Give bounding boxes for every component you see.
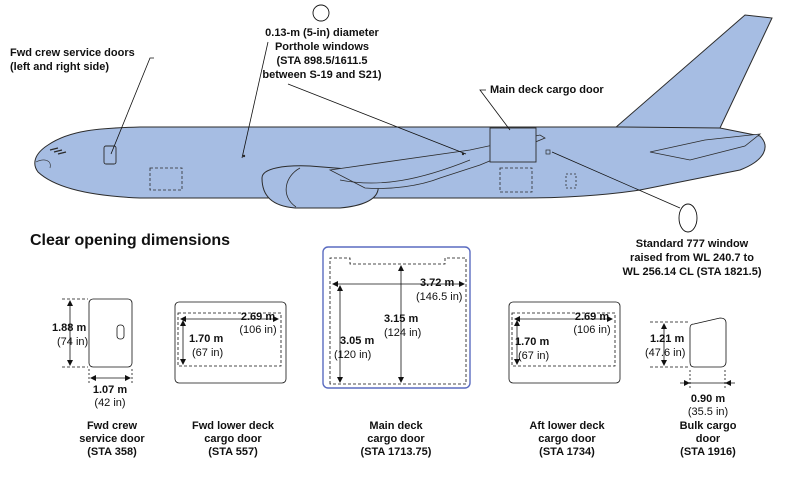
- main-deck-door-outline: [489, 127, 537, 163]
- fwd-lower-width-m: 2.69 m: [240, 311, 276, 323]
- aft-lower-caption-line3: (STA 1734): [539, 446, 595, 458]
- bulk-door-outline: [565, 173, 577, 189]
- fwd-lower-height-in: (67 in): [192, 347, 224, 359]
- porthole-callout-line2: Porthole windows: [274, 41, 370, 53]
- fwd-crew-caption-line3: (STA 358): [87, 446, 137, 458]
- main-deck-width-m: 3.72 m: [420, 277, 455, 289]
- main-deck-callout: Main deck cargo door: [490, 84, 604, 96]
- main-deck-width-in: (146.5 in): [416, 291, 463, 303]
- bulk-width-m: 0.90 m: [690, 393, 726, 405]
- fwd-lower-caption-line1: Fwd lower deck: [192, 420, 274, 432]
- main-deck-side-in: (120 in): [334, 349, 372, 361]
- aft-lower-caption-line2: cargo door: [538, 433, 596, 445]
- fwd-lower-height-m: 1.70 m: [189, 333, 224, 345]
- main-deck-caption-line3: (STA 1713.75): [360, 446, 432, 458]
- vertical-tail: [613, 14, 773, 129]
- main-deck-side-m: 3.05 m: [340, 335, 375, 347]
- section-heading: Clear opening dimensions: [30, 232, 231, 249]
- main-deck-height-in: (124 in): [384, 327, 422, 339]
- aft-lower-door-drawing: [508, 301, 621, 384]
- std-window-callout-line1: Standard 777 window: [635, 238, 749, 250]
- porthole-callout-line3: (STA 898.5/1611.5: [276, 55, 368, 67]
- fwd-crew-height-in: (74 in): [57, 336, 89, 348]
- aft-lower-door-outline: [499, 167, 533, 193]
- bulk-width-in: (35.5 in): [687, 406, 729, 418]
- fwd-lower-door-outline: [149, 167, 183, 191]
- standard-window-icon: [678, 203, 698, 233]
- fwd-lower-caption-line2: cargo door: [204, 433, 262, 445]
- fwd-crew-caption-line2: service door: [79, 433, 145, 445]
- aft-lower-height-m: 1.70 m: [515, 336, 550, 348]
- porthole-callout-line4: between S-19 and S21): [262, 69, 382, 81]
- horizontal-stabilizer: [649, 133, 762, 161]
- bulk-caption-line3: (STA 1916): [680, 446, 736, 458]
- fwd-crew-width-m: 1.07 m: [92, 384, 128, 396]
- aft-lower-width-in: (106 in): [573, 324, 611, 336]
- fwd-crew-caption-line1: Fwd crew: [86, 420, 138, 432]
- fwd-lower-caption-line3: (STA 557): [208, 446, 258, 458]
- porthole-callout-line1: 0.13-m (5-in) diameter: [265, 27, 379, 39]
- std-window-callout-line2: raised from WL 240.7 to: [630, 252, 754, 264]
- bulk-height-in: (47.6 in): [645, 347, 686, 359]
- fwd-lower-door-drawing: [174, 301, 287, 384]
- bulk-caption-line1: Bulk cargo: [679, 420, 737, 432]
- aft-lower-height-in: (67 in): [518, 350, 550, 362]
- aft-lower-caption-line1: Aft lower deck: [529, 420, 605, 432]
- bulk-height-m: 1.21 m: [650, 333, 685, 345]
- fwd-crew-callout-line1: Fwd crew service doors: [10, 47, 135, 59]
- fwd-crew-door-outline: [103, 145, 117, 165]
- main-deck-caption-line1: Main deck: [369, 420, 423, 432]
- std-window-callout-line3: WL 256.14 CL (STA 1821.5): [622, 266, 762, 278]
- main-deck-height-m: 3.15 m: [384, 313, 419, 325]
- fwd-lower-width-in: (106 in): [239, 324, 277, 336]
- fwd-crew-callout-line2: (left and right side): [10, 61, 109, 73]
- fwd-crew-door-drawing: [62, 298, 133, 384]
- aft-lower-width-m: 2.69 m: [574, 311, 610, 323]
- porthole-window-icon: [312, 4, 330, 22]
- fwd-crew-width-in: (42 in): [94, 397, 126, 409]
- main-deck-door-drawing: [322, 246, 471, 389]
- fwd-crew-height-m: 1.88 m: [52, 322, 87, 334]
- bulk-caption-line2: door: [695, 433, 721, 445]
- main-deck-caption-line2: cargo door: [367, 433, 425, 445]
